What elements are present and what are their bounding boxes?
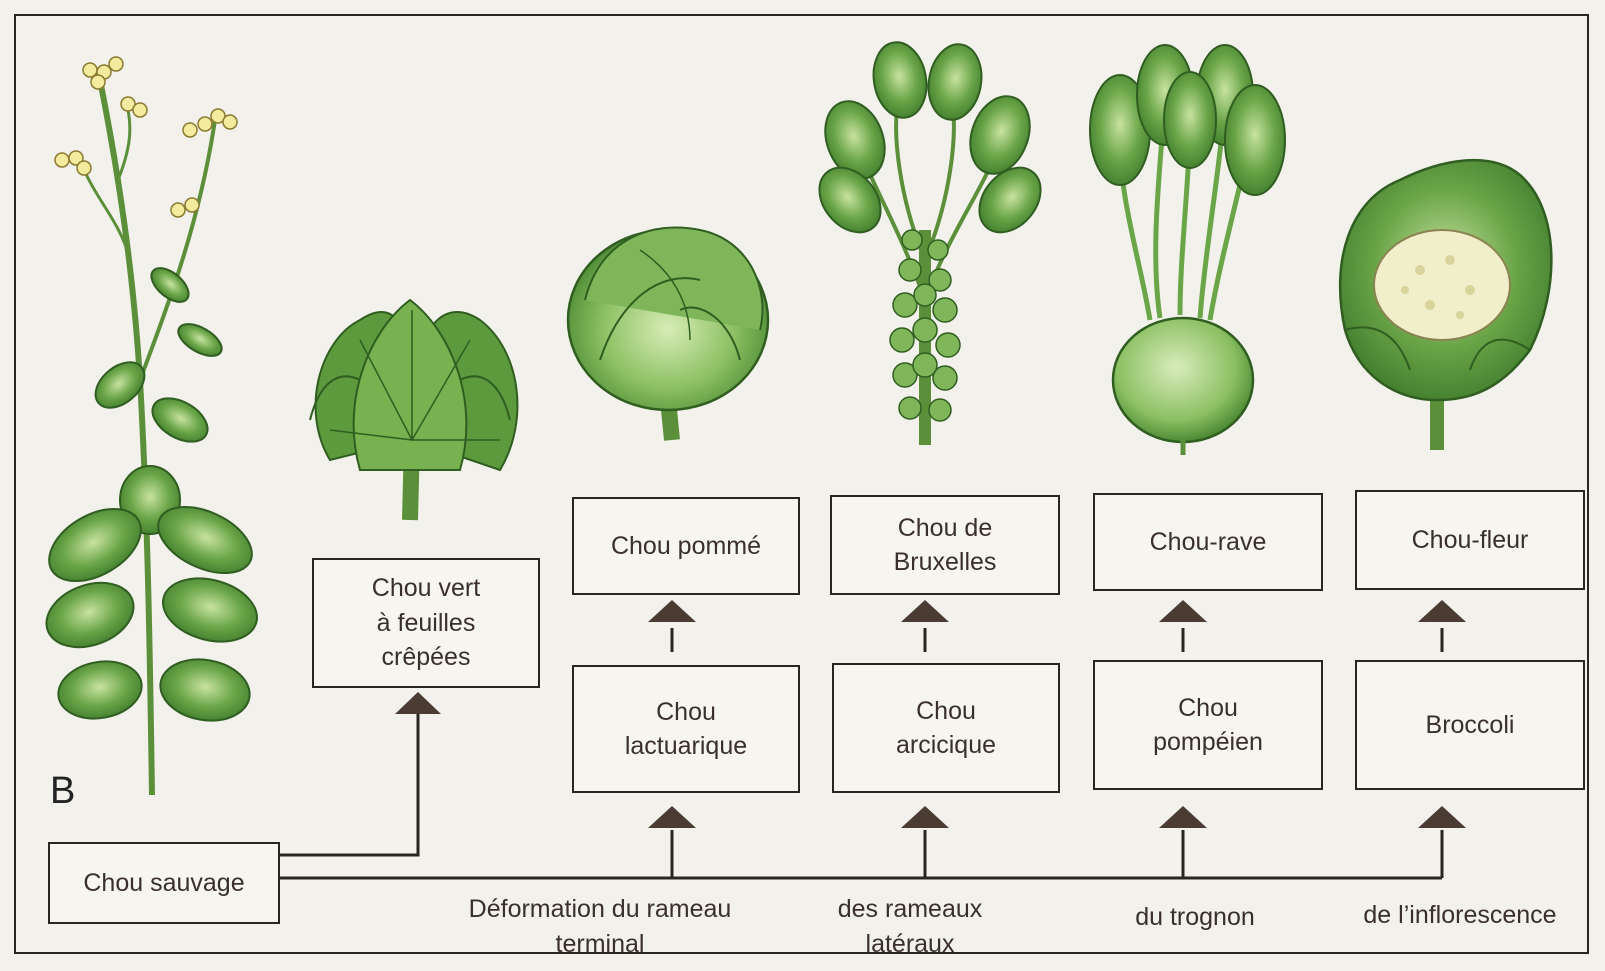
- intermediate-label-3: Chou pompéien: [1153, 691, 1263, 760]
- result-box-4: Chou-fleur: [1355, 490, 1585, 590]
- wild-cabbage-illustration: [37, 57, 264, 795]
- arrowhead-col3-upper: [1159, 600, 1207, 622]
- origin-label: Chou sauvage: [83, 866, 244, 901]
- deformation-label-1: Déformation du rameau terminal: [430, 892, 770, 961]
- cauliflower-illustration: [1340, 160, 1551, 450]
- result-box-1: Chou pommé: [572, 497, 800, 595]
- result-label-4: Chou-fleur: [1412, 523, 1529, 558]
- intermediate-box-1: Chou lactuarique: [572, 665, 800, 793]
- arrowhead-col1-upper: [648, 600, 696, 622]
- kale-box: Chou vert à feuilles crêpées: [312, 558, 540, 688]
- result-label-3: Chou-rave: [1150, 525, 1267, 560]
- intermediate-label-2: Chou arcicique: [896, 694, 996, 763]
- origin-box: Chou sauvage: [48, 842, 280, 924]
- arrowhead-col2-upper: [901, 600, 949, 622]
- result-label-1: Chou pommé: [611, 529, 761, 564]
- intermediate-box-4: Broccoli: [1355, 660, 1585, 790]
- arrowhead-col1-lower: [648, 806, 696, 828]
- intermediate-box-2: Chou arcicique: [832, 663, 1060, 793]
- kale-label: Chou vert à feuilles crêpées: [372, 571, 480, 675]
- arrowhead-col4-upper: [1418, 600, 1466, 622]
- arrowhead-kale: [395, 692, 441, 714]
- intermediate-label-1: Chou lactuarique: [625, 695, 747, 764]
- result-box-2: Chou de Bruxelles: [830, 495, 1060, 595]
- result-label-2: Chou de Bruxelles: [894, 511, 997, 580]
- arrowhead-col2-lower: [901, 806, 949, 828]
- kohlrabi-illustration: [1090, 45, 1285, 455]
- intermediate-label-4: Broccoli: [1426, 708, 1515, 743]
- wild-cabbage-flowers: [55, 57, 237, 217]
- head-cabbage-illustration: [568, 228, 768, 440]
- panel-letter: B: [50, 770, 75, 813]
- deformation-label-2: des rameaux latéraux: [815, 892, 1005, 961]
- intermediate-box-3: Chou pompéien: [1093, 660, 1323, 790]
- arrowhead-col3-lower: [1159, 806, 1207, 828]
- deformation-label-3: du trognon: [1100, 900, 1290, 935]
- result-box-3: Chou-rave: [1093, 493, 1323, 591]
- deformation-label-4: de l’inflorescence: [1335, 898, 1585, 933]
- kale-illustration: [310, 300, 517, 520]
- brussels-sprouts-illustration: [807, 38, 1053, 445]
- arrowhead-col4-lower: [1418, 806, 1466, 828]
